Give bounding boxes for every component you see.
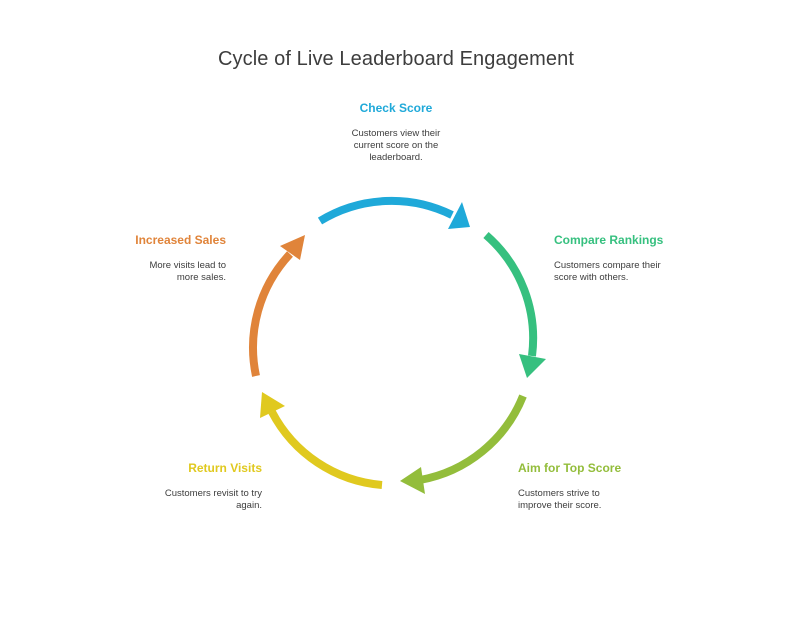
step-aim-top-score: Aim for Top Score Customers strive to im… [518,461,668,512]
step-description: Customers strive to improve their score. [518,488,602,511]
arrowhead-check-score [448,202,470,229]
step-description: More visits lead to more sales. [149,260,226,283]
arc-increased-sales [249,251,293,377]
arrowhead-return-visits [260,392,285,418]
step-label: Aim for Top Score [518,461,622,475]
arrowhead-aim-top-score [400,467,425,494]
arrowhead-compare-rankings [519,354,546,378]
step-label: Compare Rankings [554,233,664,247]
arrowhead-increased-sales [280,235,305,260]
step-label: Return Visits [188,461,262,475]
step-description: Customers view their current score on th… [351,128,441,163]
step-increased-sales: Increased Sales More visits lead to more… [76,233,226,284]
step-label: Check Score [359,101,433,115]
arc-check-score [317,196,454,225]
step-description: Customers revisit to try again. [164,488,262,511]
step-compare-rankings: Compare Rankings Customers compare their… [554,233,704,284]
step-description: Customers compare their score with other… [554,260,661,283]
step-label: Increased Sales [135,233,226,247]
step-check-score: Check Score Customers view their current… [321,101,471,164]
step-return-visits: Return Visits Customers revisit to try a… [112,461,262,512]
diagram-title: Cycle of Live Leaderboard Engagement [217,48,575,70]
arc-aim-top-score [419,394,527,484]
arc-compare-rankings [483,231,538,357]
arc-return-visits [268,410,383,489]
